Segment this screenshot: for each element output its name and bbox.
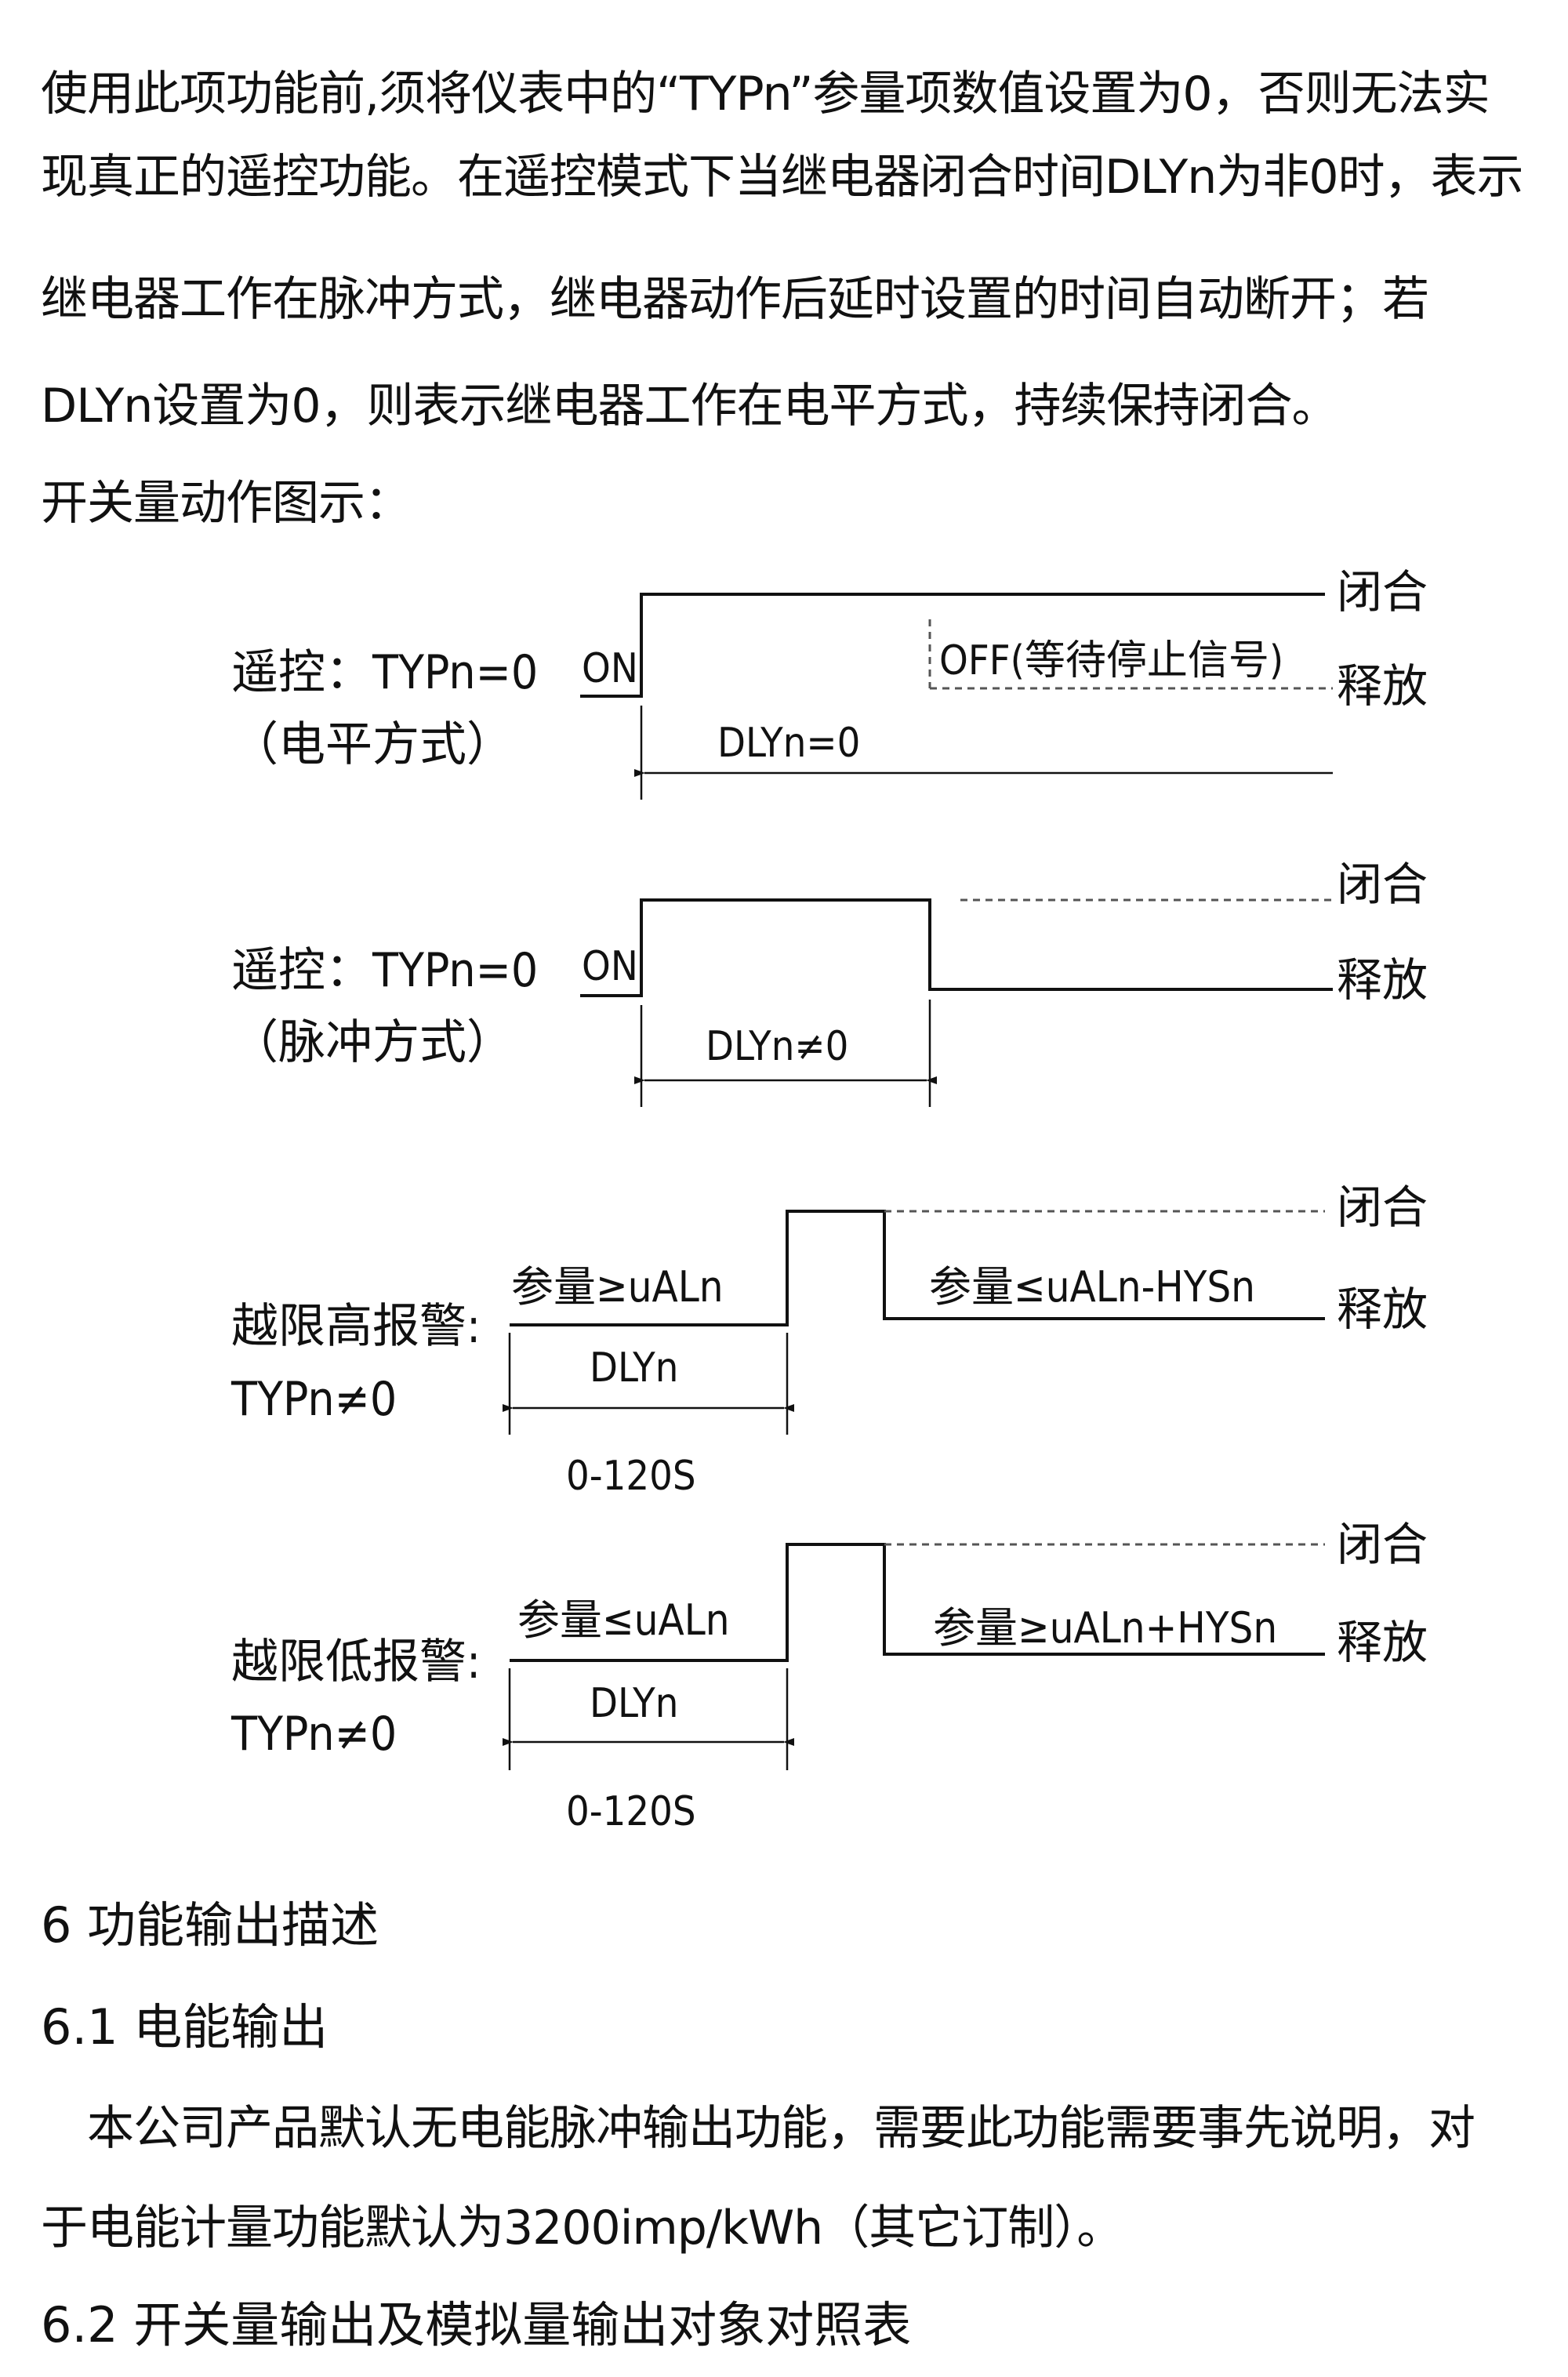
d1-release-label: 释放 <box>1337 659 1428 713</box>
section-6-1-line-2: 于电能计量功能默认为3200imp/kWh（其它订制）。 <box>41 2201 1123 2255</box>
d3-dly-label: DLYn <box>590 1345 678 1392</box>
d2-signal-line <box>580 898 1333 997</box>
d1-off-label: OFF(等待停止信号) <box>939 637 1283 684</box>
d4-title: 越限低报警: <box>231 1635 481 1689</box>
diagram-pulse-mode: 遥控：TYPn=0 （脉冲方式） ON DLYn≠0 闭合 释放 <box>231 858 1428 1107</box>
switch-timing-diagrams: 遥控：TYPn=0 （电平方式） ON OFF(等待停止信号) DLYn=0 闭… <box>230 565 1428 1835</box>
section-6-1-line-1: 本公司产品默认无电能脉冲输出功能，需要此功能需要事先说明，对 <box>41 2101 1475 2156</box>
section-6-heading: 6 功能输出描述 <box>41 1896 379 1954</box>
d1-signal-line <box>580 593 1325 698</box>
d3-cond-on: 参量≥uALn <box>511 1262 724 1312</box>
intro-line-3: 继电器工作在脉冲方式，继电器动作后延时设置的时间自动断开；若 <box>41 272 1429 327</box>
diagram-high-alarm: 越限高报警: TYPn≠0 参量≥uALn 参量≤uALn-HYSn DLYn … <box>230 1181 1428 1500</box>
d2-title: 遥控：TYPn=0 <box>231 943 538 998</box>
d1-dly-label: DLYn=0 <box>717 720 860 767</box>
d4-cond-off: 参量≥uALn+HYSn <box>933 1603 1277 1653</box>
diagram-level-mode: 遥控：TYPn=0 （电平方式） ON OFF(等待停止信号) DLYn=0 闭… <box>231 565 1428 800</box>
d3-range-label: 0-120S <box>566 1453 696 1500</box>
d4-cond-on: 参量≤uALn <box>517 1595 730 1645</box>
d4-subtitle: TYPn≠0 <box>230 1707 397 1762</box>
d1-closed-label: 闭合 <box>1337 565 1428 619</box>
diagram-caption: 开关量动作图示： <box>41 476 412 531</box>
d1-title: 遥控：TYPn=0 <box>231 645 538 700</box>
d2-on-label: ON <box>582 943 638 990</box>
d4-closed-label: 闭合 <box>1337 1518 1428 1571</box>
section-6-2-heading: 6.2 开关量输出及模拟量输出对象对照表 <box>41 2296 912 2353</box>
d3-cond-off: 参量≤uALn-HYSn <box>929 1262 1255 1312</box>
d4-range-label: 0-120S <box>566 1788 696 1835</box>
d3-closed-label: 闭合 <box>1337 1181 1428 1234</box>
d3-subtitle: TYPn≠0 <box>230 1372 397 1427</box>
d1-subtitle: （电平方式） <box>231 717 514 772</box>
d2-release-label: 释放 <box>1337 953 1428 1007</box>
d4-signal-line <box>510 1543 1325 1662</box>
d1-on-label: ON <box>582 645 638 692</box>
section-6-1-heading: 6.1 电能输出 <box>41 1998 328 2056</box>
diagram-low-alarm: 越限低报警: TYPn≠0 参量≤uALn 参量≥uALn+HYSn DLYn … <box>230 1518 1428 1835</box>
intro-line-4: DLYn设置为0，则表示继电器工作在电平方式，持续保持闭合。 <box>41 379 1339 434</box>
d3-title: 越限高报警: <box>231 1299 481 1354</box>
d2-dly-label: DLYn≠0 <box>706 1023 848 1070</box>
d4-dly-label: DLYn <box>590 1680 678 1727</box>
d2-subtitle: （脉冲方式） <box>231 1015 514 1070</box>
intro-line-1: 使用此项功能前,须将仪表中的“TYPn”参量项数值设置为0，否则无法实 <box>41 67 1490 122</box>
d2-closed-label: 闭合 <box>1337 858 1428 911</box>
d3-release-label: 释放 <box>1337 1283 1428 1336</box>
intro-line-2: 现真正的遥控功能。在遥控模式下当继电器闭合时间DLYn为非0时，表示 <box>41 150 1524 205</box>
d4-release-label: 释放 <box>1337 1616 1428 1669</box>
d3-signal-line <box>510 1210 1325 1326</box>
